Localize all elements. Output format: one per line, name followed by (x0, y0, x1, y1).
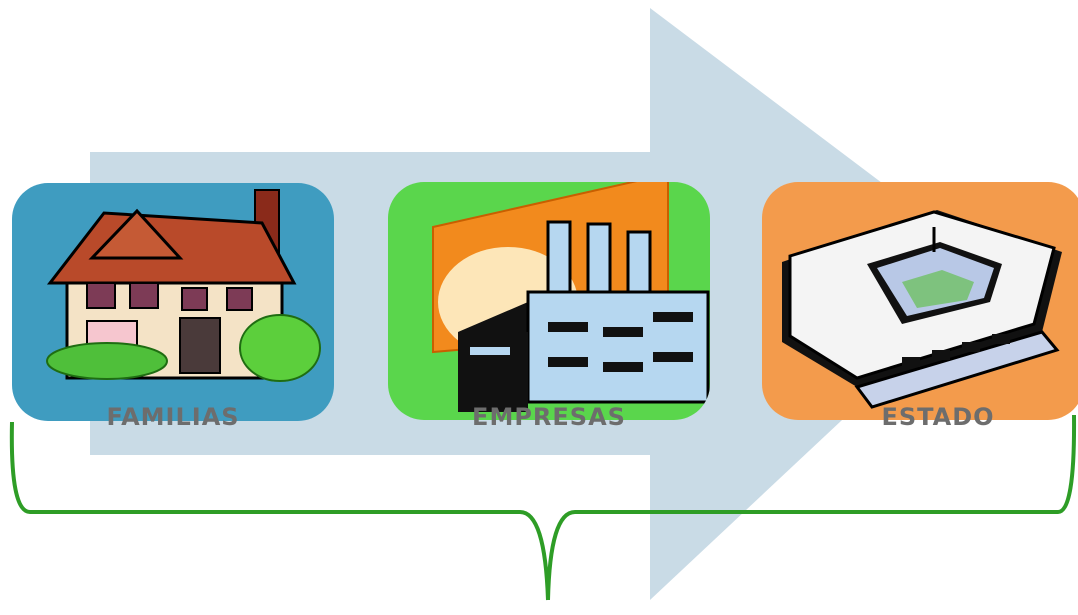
curly-brace (9, 414, 1077, 601)
node-familias (12, 183, 334, 421)
factory-icon (432, 182, 710, 412)
label-familias: FAMILIAS (106, 403, 240, 431)
pentagon-building-icon (782, 210, 1062, 409)
node-empresas (388, 182, 710, 420)
label-estado: ESTADO (881, 403, 995, 431)
label-empresas: EMPRESAS (472, 403, 626, 431)
node-estado (762, 182, 1078, 420)
house-icon (46, 189, 321, 382)
